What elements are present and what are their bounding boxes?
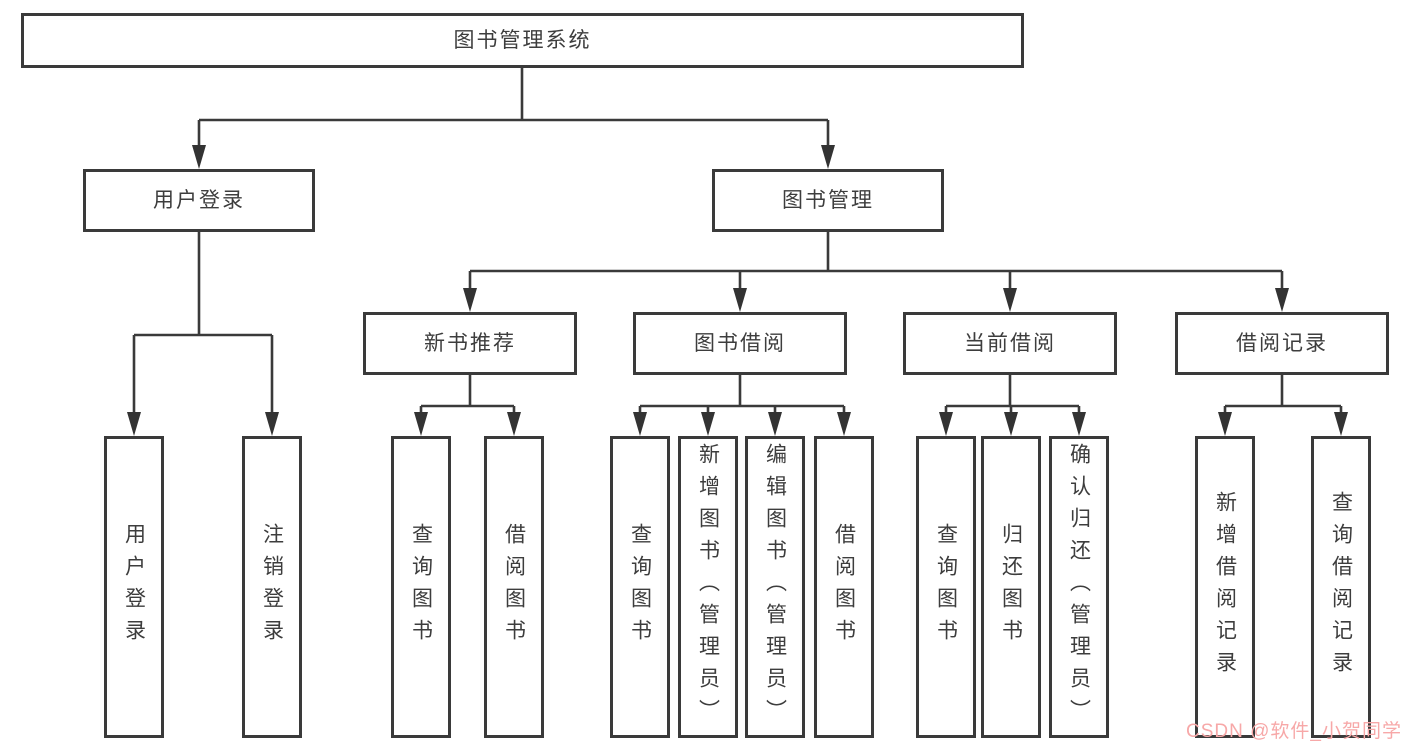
node-current-borrowing: 当前借阅 bbox=[903, 312, 1117, 375]
connector-current-borrowing-to-leaves bbox=[944, 375, 1081, 414]
arrow-cb-confirm bbox=[1072, 412, 1086, 436]
arrow-cb-query bbox=[939, 412, 953, 436]
leaf-nbr-borrow-books-label: 借阅图书 bbox=[502, 523, 526, 651]
arrow-bb-query bbox=[633, 412, 647, 436]
arrow-br-add bbox=[1218, 412, 1232, 436]
connector-book-borrowing-to-leaves bbox=[638, 375, 846, 414]
node-root-label: 图书管理系统 bbox=[453, 29, 592, 52]
leaf-cb-confirm-return-admin-label: 确认归还（管理员） bbox=[1067, 443, 1091, 731]
connector-book-management-to-level2 bbox=[468, 232, 1284, 290]
arrow-cb-return bbox=[1004, 412, 1018, 436]
arrow-new-book-recommend bbox=[463, 288, 477, 312]
connector-new-book-recommend-to-leaves bbox=[419, 375, 516, 414]
arrow-br-query bbox=[1334, 412, 1348, 436]
arrow-leaf-user-login bbox=[127, 412, 141, 436]
leaf-cb-return-books-label: 归还图书 bbox=[999, 523, 1023, 651]
arrow-leaf-logout bbox=[265, 412, 279, 436]
arrowheads bbox=[127, 145, 1348, 436]
node-book-management-label: 图书管理 bbox=[782, 189, 874, 212]
node-new-book-recommend-label: 新书推荐 bbox=[424, 332, 516, 355]
leaf-cb-query-books-label: 查询图书 bbox=[934, 523, 958, 651]
leaf-bb-query-books-label: 查询图书 bbox=[628, 523, 652, 651]
node-root-book-management-system: 图书管理系统 bbox=[21, 13, 1024, 68]
leaf-br-query-record: 查询借阅记录 bbox=[1311, 436, 1371, 738]
leaf-user-login: 用户登录 bbox=[104, 436, 164, 738]
node-new-book-recommend: 新书推荐 bbox=[363, 312, 577, 375]
arrow-user-login bbox=[192, 145, 206, 169]
leaf-br-query-record-label: 查询借阅记录 bbox=[1329, 491, 1353, 683]
node-book-management: 图书管理 bbox=[712, 169, 944, 232]
arrow-borrowing-records bbox=[1275, 288, 1289, 312]
leaf-logout: 注销登录 bbox=[242, 436, 302, 738]
node-book-borrowing-label: 图书借阅 bbox=[694, 332, 786, 355]
leaf-nbr-query-books-label: 查询图书 bbox=[409, 523, 433, 651]
connector-user-login-to-leaves bbox=[132, 232, 274, 414]
leaf-bb-add-books-admin: 新增图书（管理员） bbox=[678, 436, 738, 738]
node-user-login-label: 用户登录 bbox=[153, 189, 245, 212]
leaf-bb-query-books: 查询图书 bbox=[610, 436, 670, 738]
leaf-nbr-query-books: 查询图书 bbox=[391, 436, 451, 738]
arrow-bb-borrow bbox=[837, 412, 851, 436]
arrow-bb-edit bbox=[768, 412, 782, 436]
connector-root-to-level1 bbox=[197, 68, 830, 147]
csdn-watermark: CSDN @软件_小贺同学 bbox=[1186, 721, 1402, 742]
leaf-bb-add-books-admin-label: 新增图书（管理员） bbox=[696, 443, 720, 731]
leaf-nbr-borrow-books: 借阅图书 bbox=[484, 436, 544, 738]
leaf-cb-query-books: 查询图书 bbox=[916, 436, 976, 738]
arrow-book-borrowing bbox=[733, 288, 747, 312]
leaf-bb-borrow-books: 借阅图书 bbox=[814, 436, 874, 738]
arrow-bb-add bbox=[701, 412, 715, 436]
node-user-login: 用户登录 bbox=[83, 169, 315, 232]
node-borrowing-records: 借阅记录 bbox=[1175, 312, 1389, 375]
leaf-bb-borrow-books-label: 借阅图书 bbox=[832, 523, 856, 651]
node-book-borrowing: 图书借阅 bbox=[633, 312, 847, 375]
node-borrowing-records-label: 借阅记录 bbox=[1236, 332, 1328, 355]
leaf-user-login-label: 用户登录 bbox=[122, 523, 146, 651]
connector-borrowing-records-to-leaves bbox=[1223, 375, 1343, 414]
leaf-cb-confirm-return-admin: 确认归还（管理员） bbox=[1049, 436, 1109, 738]
arrow-book-management bbox=[821, 145, 835, 169]
leaf-logout-label: 注销登录 bbox=[260, 523, 284, 651]
node-current-borrowing-label: 当前借阅 bbox=[964, 332, 1056, 355]
leaf-br-add-record: 新增借阅记录 bbox=[1195, 436, 1255, 738]
arrow-current-borrowing bbox=[1003, 288, 1017, 312]
arrow-nbr-query bbox=[414, 412, 428, 436]
arrow-nbr-borrow bbox=[507, 412, 521, 436]
leaf-bb-edit-books-admin-label: 编辑图书（管理员） bbox=[763, 443, 787, 731]
leaf-cb-return-books: 归还图书 bbox=[981, 436, 1041, 738]
leaf-br-add-record-label: 新增借阅记录 bbox=[1213, 491, 1237, 683]
leaf-bb-edit-books-admin: 编辑图书（管理员） bbox=[745, 436, 805, 738]
